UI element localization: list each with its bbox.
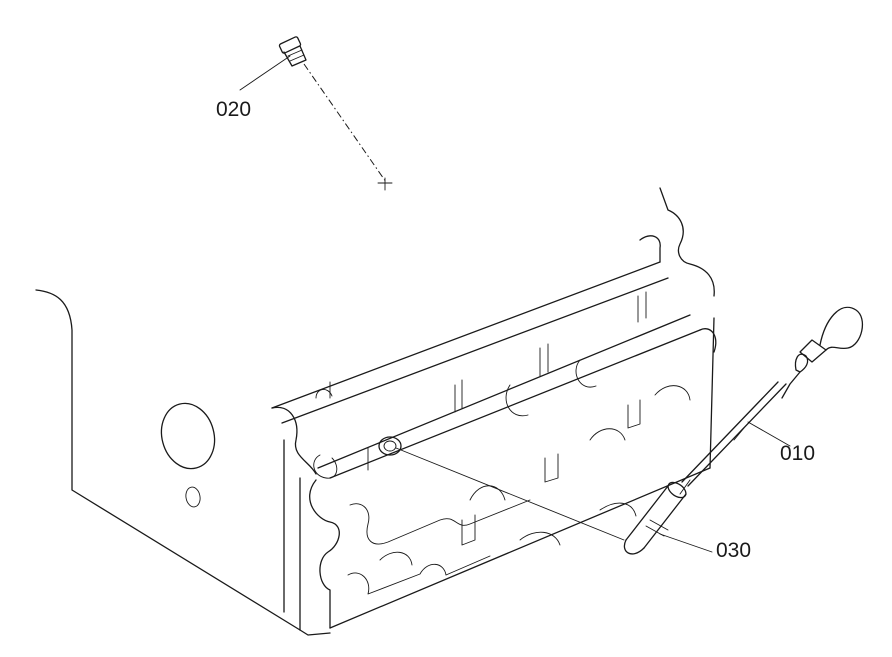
dipstick-guide-part <box>623 481 687 555</box>
plug-part <box>278 36 307 67</box>
leader-line-010 <box>747 421 791 447</box>
part-number-030: 030 <box>716 539 751 562</box>
part-number-020: 020 <box>216 98 251 121</box>
dipstick-part <box>679 306 864 495</box>
plug-centerline <box>303 63 387 183</box>
plug-target-mark <box>377 177 393 191</box>
leader-line-030 <box>659 533 713 553</box>
part-number-010: 010 <box>780 442 815 465</box>
leader-line-020 <box>239 55 291 91</box>
engine-block <box>35 187 717 636</box>
guide-install-line <box>395 447 625 541</box>
